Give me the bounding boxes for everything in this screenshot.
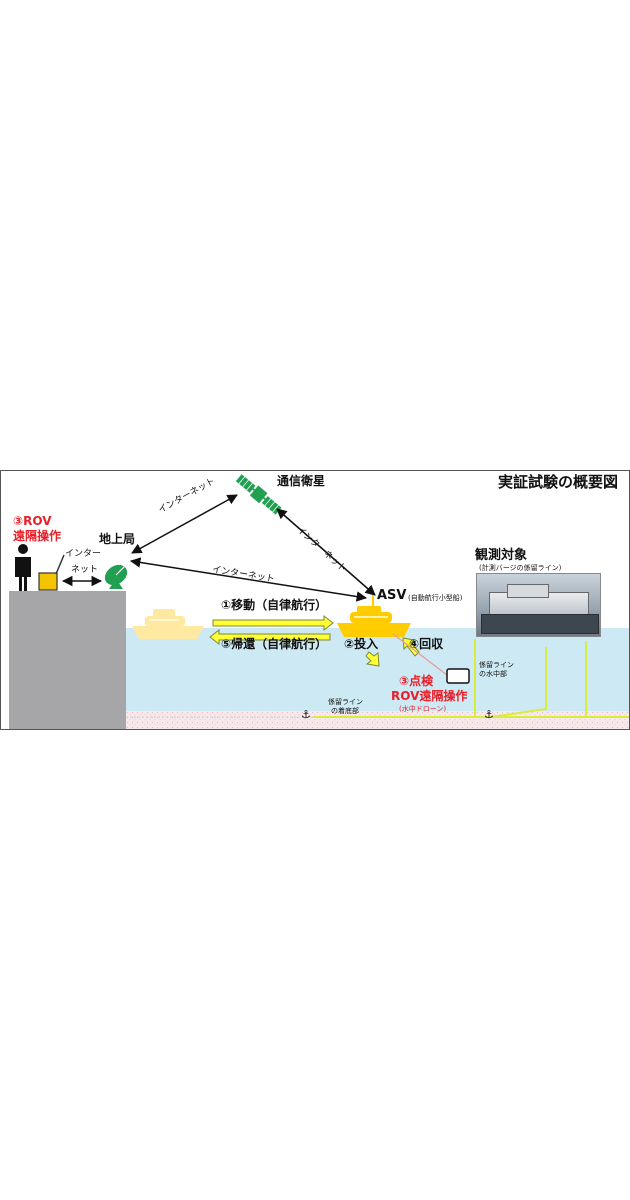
satellite-label: 通信衛星 bbox=[277, 474, 326, 488]
asv-ship-icon bbox=[337, 595, 411, 637]
mooring-underwater-label-line1: 係留ライン bbox=[479, 661, 514, 669]
short-internet-label-line1: インター bbox=[65, 549, 102, 559]
asv-sub-label: (自動航行小型船) bbox=[408, 594, 463, 602]
asv-label: ASV bbox=[377, 588, 407, 603]
ghost-ship-icon bbox=[132, 609, 204, 639]
target-sub-label: (計測バージの係留ライン) bbox=[479, 564, 562, 572]
deploy-arrow bbox=[365, 651, 380, 667]
controller-box-icon bbox=[38, 554, 65, 591]
mooring-bottom-label-line1: 係留ライン bbox=[328, 698, 363, 706]
ground-station-dish-icon bbox=[104, 564, 128, 589]
rov-drone-icon bbox=[446, 668, 470, 684]
target-label: 観測対象 bbox=[475, 548, 528, 563]
rov-operation-label-line2: 遠隔操作 bbox=[13, 529, 62, 543]
rov-operation-bottom-label: ROV遠隔操作 bbox=[391, 689, 468, 703]
mooring-bottom-label-line2: の着底部 bbox=[331, 707, 359, 715]
ground-to-asv-arrow bbox=[129, 557, 368, 602]
mooring-lines bbox=[313, 639, 629, 718]
overview-diagram: 実証試験の概要図 通信衛星 ③ROV 遠隔操作 地上局 インター ネット インタ… bbox=[0, 470, 630, 730]
rov-tether-line bbox=[392, 633, 448, 676]
return-arrow bbox=[209, 628, 331, 646]
ground-station-label: 地上局 bbox=[99, 532, 136, 546]
recover-label: ④回収 bbox=[409, 637, 444, 651]
return-label: ⑤帰還（自律航行） bbox=[221, 637, 328, 651]
move-label: ①移動（自律航行） bbox=[221, 598, 328, 612]
operator-person-icon bbox=[15, 544, 31, 591]
inspect-label: ③点検 bbox=[399, 674, 434, 688]
rov-operation-label-line1: ③ROV bbox=[13, 514, 52, 528]
observation-target-photo bbox=[476, 573, 601, 637]
diagram-scene bbox=[9, 474, 629, 729]
satellite-icon bbox=[235, 474, 282, 515]
sat-to-ground-arrow bbox=[131, 494, 238, 554]
move-arrow bbox=[212, 614, 334, 632]
deploy-label: ②投入 bbox=[344, 637, 379, 651]
seabed bbox=[126, 711, 629, 729]
anchor-icon: ⚓ bbox=[484, 708, 494, 721]
mooring-underwater-label-line2: の水中部 bbox=[479, 670, 507, 678]
quay-block bbox=[9, 591, 126, 729]
diagram-title: 実証試験の概要図 bbox=[498, 473, 619, 491]
anchor-icon: ⚓ bbox=[301, 708, 311, 721]
underwater-drone-label: (水中ドローン) bbox=[399, 705, 447, 713]
short-internet-label-line2: ネット bbox=[71, 565, 99, 575]
